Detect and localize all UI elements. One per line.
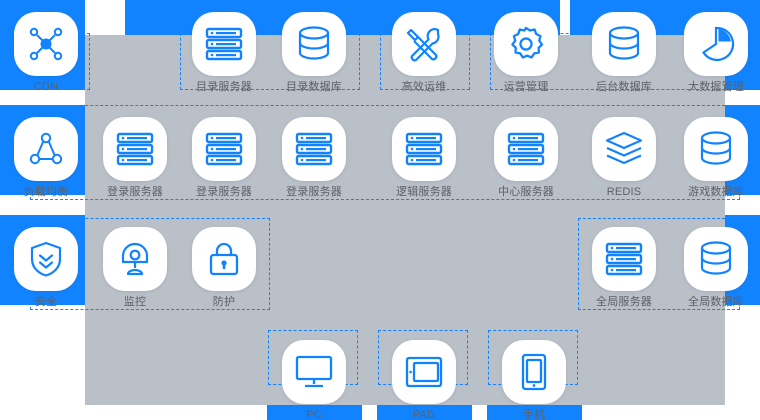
group-directory xyxy=(180,33,360,90)
node-label-efficient-ops: 高效运维 xyxy=(401,81,447,93)
node-label-protection: 防护 xyxy=(212,296,236,308)
smartphone-icon xyxy=(502,340,566,404)
node-label-ops-management: 运营管理 xyxy=(503,81,549,93)
load-balance-icon xyxy=(14,117,78,181)
server-rack-icon xyxy=(592,227,656,291)
node-backend-db[interactable]: 后台数据库 xyxy=(592,12,656,94)
shield-icon xyxy=(14,227,78,291)
node-ops-management[interactable]: 运营管理 xyxy=(494,12,558,94)
node-label-login-server-1: 登录服务器 xyxy=(107,186,163,198)
node-label-logic-server: 逻辑服务器 xyxy=(396,186,452,198)
lock-icon xyxy=(192,227,256,291)
node-label-client-pc: PC xyxy=(306,409,322,420)
server-rack-icon xyxy=(192,117,256,181)
node-redis[interactable]: REDIS xyxy=(592,117,656,199)
node-label-login-server-3: 登录服务器 xyxy=(286,186,342,198)
database-icon xyxy=(684,227,748,291)
server-rack-icon xyxy=(282,117,346,181)
server-rack-icon xyxy=(392,117,456,181)
node-security[interactable]: 安全 xyxy=(14,227,78,309)
node-label-global-db: 全局数据库 xyxy=(688,296,744,308)
node-label-game-db: 游戏数据库 xyxy=(688,186,744,198)
node-login-server-1[interactable]: 登录服务器 xyxy=(103,117,167,199)
node-label-login-server-2: 登录服务器 xyxy=(196,186,252,198)
node-login-server-3[interactable]: 登录服务器 xyxy=(282,117,346,199)
camera-monitor-icon xyxy=(103,227,167,291)
node-client-mobile[interactable]: 手机 xyxy=(502,340,566,420)
node-label-directory-db: 目录数据库 xyxy=(286,81,342,93)
node-global-db[interactable]: 全局数据库 xyxy=(684,227,748,309)
node-label-cdn: CDN xyxy=(33,81,59,93)
gear-icon xyxy=(494,12,558,76)
server-rack-icon xyxy=(192,12,256,76)
node-label-client-pad: PAD xyxy=(412,409,436,420)
tablet-icon xyxy=(392,340,456,404)
cdn-network-icon xyxy=(14,12,78,76)
database-icon xyxy=(282,12,346,76)
node-game-db[interactable]: 游戏数据库 xyxy=(684,117,748,199)
node-directory-db[interactable]: 目录数据库 xyxy=(282,12,346,94)
pie-chart-icon xyxy=(684,12,748,76)
node-label-directory-server: 目录服务器 xyxy=(196,81,252,93)
server-rack-icon xyxy=(494,117,558,181)
node-directory-server[interactable]: 目录服务器 xyxy=(192,12,256,94)
desktop-monitor-icon xyxy=(282,340,346,404)
node-bigdata-analysis[interactable]: 大数据管理 xyxy=(684,12,748,94)
node-protection[interactable]: 防护 xyxy=(192,227,256,309)
node-label-backend-db: 后台数据库 xyxy=(596,81,652,93)
server-rack-icon xyxy=(103,117,167,181)
node-label-load-balance: 负载均衡 xyxy=(23,186,69,198)
node-label-global-server: 全局服务器 xyxy=(596,296,652,308)
node-center-server[interactable]: 中心服务器 xyxy=(494,117,558,199)
node-global-server[interactable]: 全局服务器 xyxy=(592,227,656,309)
node-client-pad[interactable]: PAD xyxy=(392,340,456,420)
node-client-pc[interactable]: PC xyxy=(282,340,346,420)
tools-wrench-icon xyxy=(392,12,456,76)
node-label-monitoring: 监控 xyxy=(123,296,147,308)
node-label-center-server: 中心服务器 xyxy=(498,186,554,198)
node-efficient-ops[interactable]: 高效运维 xyxy=(392,12,456,94)
node-cdn[interactable]: CDN xyxy=(14,12,78,94)
database-icon xyxy=(684,117,748,181)
node-label-redis: REDIS xyxy=(606,186,642,198)
stack-layers-icon xyxy=(592,117,656,181)
database-icon xyxy=(592,12,656,76)
node-logic-server[interactable]: 逻辑服务器 xyxy=(392,117,456,199)
node-label-bigdata-analysis: 大数据管理 xyxy=(688,81,744,93)
node-login-server-2[interactable]: 登录服务器 xyxy=(192,117,256,199)
node-label-security: 安全 xyxy=(34,296,58,308)
node-label-client-mobile: 手机 xyxy=(522,409,546,420)
node-load-balance[interactable]: 负载均衡 xyxy=(14,117,78,199)
node-monitoring[interactable]: 监控 xyxy=(103,227,167,309)
